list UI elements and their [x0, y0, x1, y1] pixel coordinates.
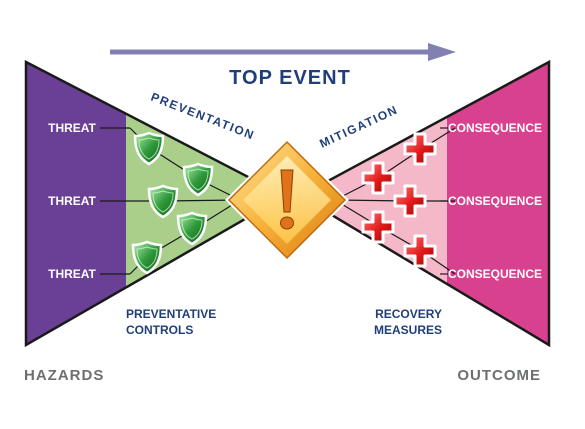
hazards-label: HAZARDS — [24, 367, 104, 384]
medical-cross-icon — [361, 161, 395, 195]
threat-label: THREAT — [48, 194, 96, 208]
consequence-label: CONSEQUENCE — [448, 121, 542, 135]
medical-cross-icon — [361, 210, 395, 244]
medical-cross-icon — [403, 234, 437, 268]
consequence-label: CONSEQUENCE — [448, 194, 542, 208]
shield-check-icon — [182, 162, 214, 197]
mitigation-band-label: MITIGATION — [317, 102, 400, 150]
shield-check-icon — [176, 211, 208, 246]
top-event-title: TOP EVENT — [229, 67, 351, 89]
top-arrow — [110, 43, 456, 61]
threat-label: THREAT — [48, 121, 96, 135]
medical-cross-icon — [393, 184, 427, 218]
mitigation-band-text: MITIGATION — [317, 102, 398, 150]
mitigation-connectors — [334, 127, 456, 275]
outcome-label: OUTCOME — [457, 367, 541, 384]
preventative-controls-line1: PREVENTATIVE — [126, 307, 216, 321]
preventative-barriers — [131, 131, 214, 275]
warning-exclamation-icon — [225, 138, 349, 262]
recovery-measures-line1: RECOVERY — [375, 307, 442, 321]
recovery-measures-line2: MEASURES — [374, 323, 442, 337]
shield-check-icon — [147, 184, 179, 219]
shield-check-icon — [133, 131, 165, 166]
medical-cross-icon — [403, 132, 437, 166]
preventative-controls-line2: CONTROLS — [126, 323, 193, 337]
threat-label: THREAT — [48, 267, 96, 281]
consequence-label: CONSEQUENCE — [448, 267, 542, 281]
recovery-measures-icons — [361, 132, 437, 268]
shield-check-icon — [131, 240, 163, 275]
